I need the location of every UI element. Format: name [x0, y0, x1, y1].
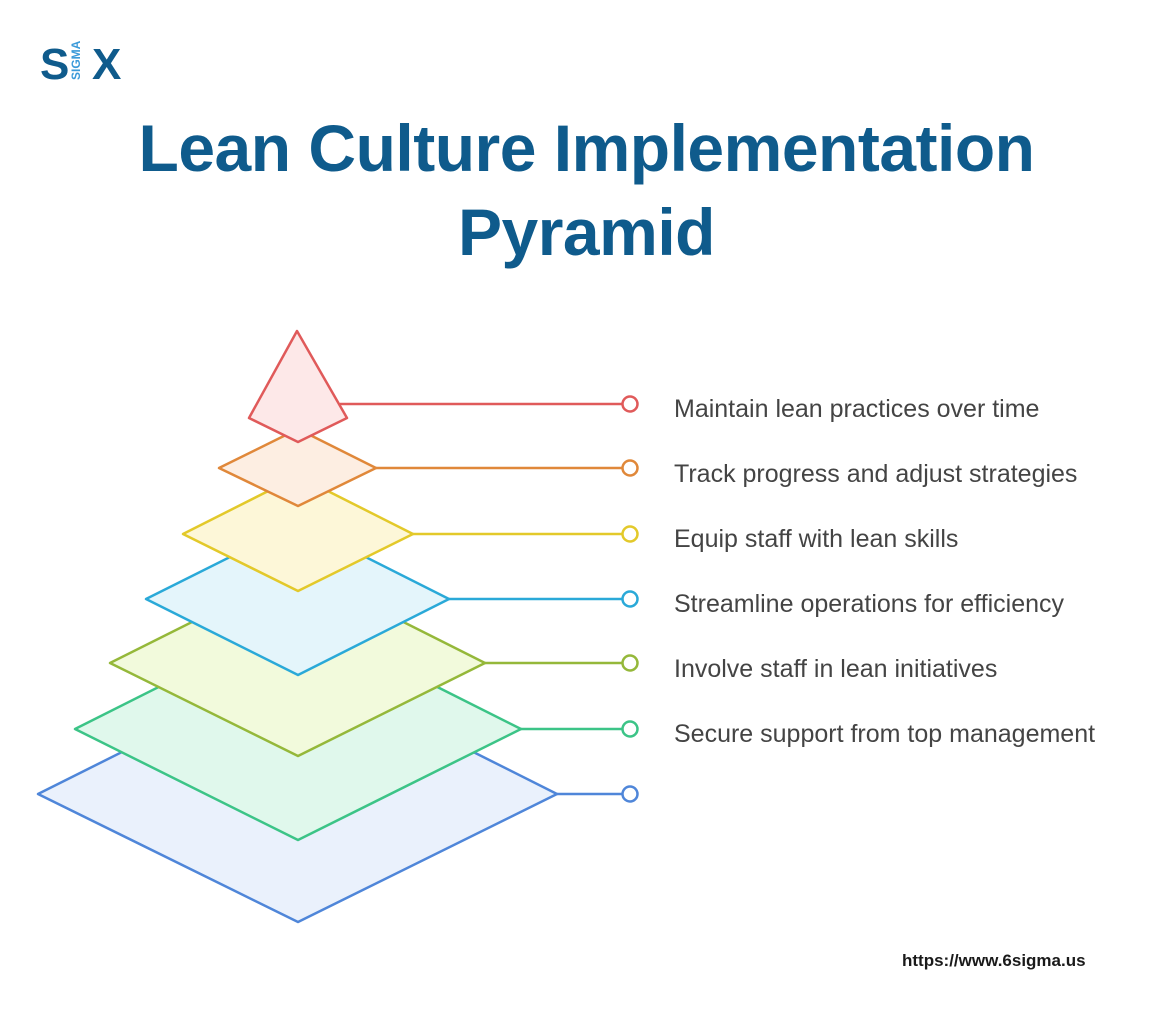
- level-6-label: Secure support from top management: [674, 720, 1096, 748]
- logo-sigma-text: SIGMA: [69, 40, 83, 80]
- level-5-label: Involve staff in lean initiatives: [674, 655, 998, 683]
- level-1-dot: [621, 395, 639, 413]
- level-2-dot: [621, 459, 639, 477]
- level-3-layer: [181, 474, 639, 593]
- level-7-dot: [621, 785, 639, 803]
- level-3-dot: [621, 525, 639, 543]
- logo-letter-x: X: [92, 40, 121, 86]
- level-2-label: Track progress and adjust strategies: [674, 460, 1078, 488]
- level-2-layer: [217, 427, 639, 508]
- level-1-shape: [247, 329, 349, 444]
- level-1-label: Maintain lean practices over time: [674, 395, 1040, 423]
- title-line-1: Lean Culture Implementation: [138, 111, 1035, 185]
- level-5-dot: [621, 654, 639, 672]
- title-line-2: Pyramid: [458, 195, 715, 269]
- level-3-label: Equip staff with lean skills: [674, 525, 959, 553]
- page-title: Lean Culture Implementation Pyramid: [0, 106, 1173, 274]
- level-6-dot: [621, 720, 639, 738]
- six-sigma-logo: S SIGMA X: [40, 38, 126, 89]
- logo-letter-s: S: [40, 40, 69, 86]
- footer-url: https://www.6sigma.us: [902, 951, 1086, 970]
- level-1-layer: [247, 329, 639, 444]
- level-4-dot: [621, 590, 639, 608]
- level-4-label: Streamline operations for efficiency: [674, 590, 1065, 618]
